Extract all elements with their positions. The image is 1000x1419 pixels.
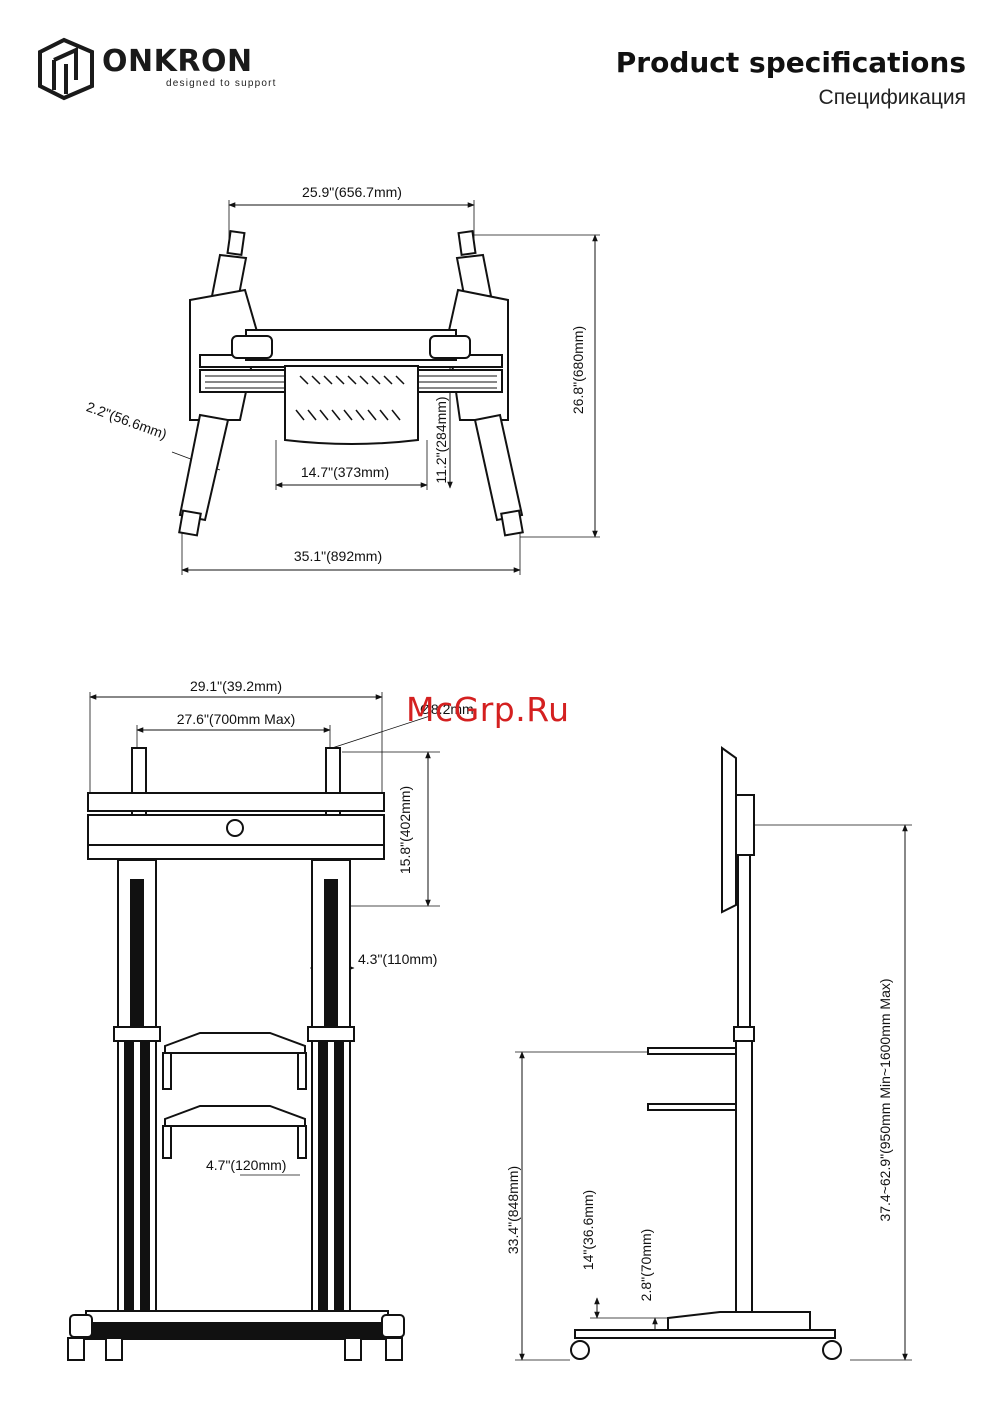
front-view: [67, 692, 440, 1361]
dim-shelf-width: 14.7"(373mm): [301, 464, 389, 480]
dim-base-width: 35.1"(892mm): [294, 548, 382, 564]
top-view: [171, 200, 600, 575]
brand-tagline: designed to support: [166, 78, 277, 89]
dim-top-height: 26.8"(680mm): [570, 326, 586, 414]
brand-name: ONKRON: [102, 44, 253, 79]
dim-shelf-gap: 4.7"(120mm): [206, 1157, 286, 1173]
dim-base-height: 2.8"(70mm): [638, 1229, 654, 1302]
dim-lower-shelf: 14"(36.6mm): [580, 1190, 596, 1270]
dim-leg: 2.2"(56.6mm): [84, 398, 169, 442]
side-view: [515, 746, 912, 1361]
page-title: Product specifications: [615, 46, 966, 79]
dim-top-width: 25.9"(656.7mm): [302, 184, 402, 200]
dim-shelf-depth: 11.2"(284mm): [433, 396, 449, 483]
page-subtitle: Спецификация: [818, 86, 966, 109]
brand-logo: [34, 34, 294, 104]
dim-hole: Ø8.2mm: [420, 701, 474, 717]
dim-overall-width: 29.1"(39.2mm): [190, 678, 282, 694]
watermark: McGrp.Ru: [406, 690, 570, 729]
dim-column: 4.3"(110mm): [358, 951, 437, 967]
dim-shelf-height: 33.4"(848mm): [505, 1166, 521, 1254]
dim-vesa-height: 15.8"(402mm): [397, 786, 413, 874]
onkron-logo-icon: [38, 37, 94, 101]
dim-vesa-max: 27.6"(700mm Max): [177, 711, 296, 727]
dim-total-height: 37.4~62.9"(950mm Min~1600mm Max): [877, 978, 893, 1221]
